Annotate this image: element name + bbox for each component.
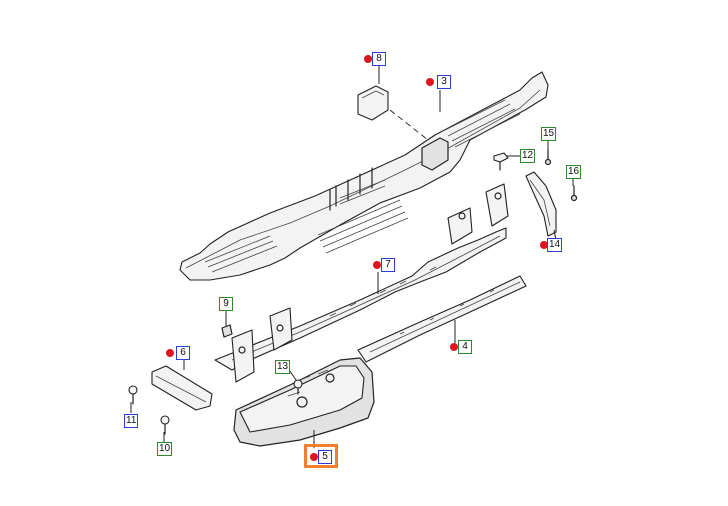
callout-9[interactable]: 9 bbox=[219, 297, 233, 311]
fastener-13 bbox=[293, 379, 303, 395]
left-step-extension bbox=[151, 365, 213, 411]
callout-14[interactable]: 14 bbox=[547, 238, 563, 252]
fastener-15 bbox=[544, 149, 552, 166]
fastener-12 bbox=[493, 152, 509, 171]
fastener-9 bbox=[221, 324, 233, 338]
callout-6[interactable]: 6 bbox=[176, 346, 190, 360]
bumper-end-cap bbox=[233, 357, 375, 447]
left-mounting-bracket bbox=[231, 307, 293, 383]
marker-dot-6 bbox=[166, 349, 174, 357]
hitch-cover-guide-line bbox=[389, 109, 429, 141]
callout-11[interactable]: 11 bbox=[124, 414, 139, 428]
callout-12[interactable]: 12 bbox=[520, 149, 536, 163]
lower-valance-strip bbox=[357, 275, 527, 363]
marker-dot-14 bbox=[540, 241, 548, 249]
fastener-16 bbox=[570, 185, 578, 202]
callout-5[interactable]: 5 bbox=[318, 450, 332, 464]
callout-13[interactable]: 13 bbox=[275, 360, 291, 374]
callout-3[interactable]: 3 bbox=[437, 75, 451, 89]
callout-8[interactable]: 8 bbox=[372, 52, 386, 66]
hitch-cover bbox=[357, 85, 389, 121]
fastener-11 bbox=[128, 385, 138, 405]
callout-16[interactable]: 16 bbox=[566, 165, 582, 179]
fastener-10 bbox=[160, 415, 170, 435]
selected-callout-highlight bbox=[304, 444, 338, 468]
callout-7[interactable]: 7 bbox=[381, 258, 395, 272]
marker-dot-5 bbox=[310, 453, 318, 461]
bumper-step-pad bbox=[179, 71, 549, 281]
marker-dot-3 bbox=[426, 78, 434, 86]
callout-10[interactable]: 10 bbox=[157, 442, 173, 456]
side-mounting-bracket bbox=[525, 171, 557, 237]
callout-4[interactable]: 4 bbox=[458, 340, 472, 354]
right-mounting-bracket bbox=[447, 183, 509, 245]
marker-dot-8 bbox=[364, 55, 372, 63]
callout-15[interactable]: 15 bbox=[541, 127, 557, 141]
marker-dot-7 bbox=[373, 261, 381, 269]
marker-dot-4 bbox=[450, 343, 458, 351]
